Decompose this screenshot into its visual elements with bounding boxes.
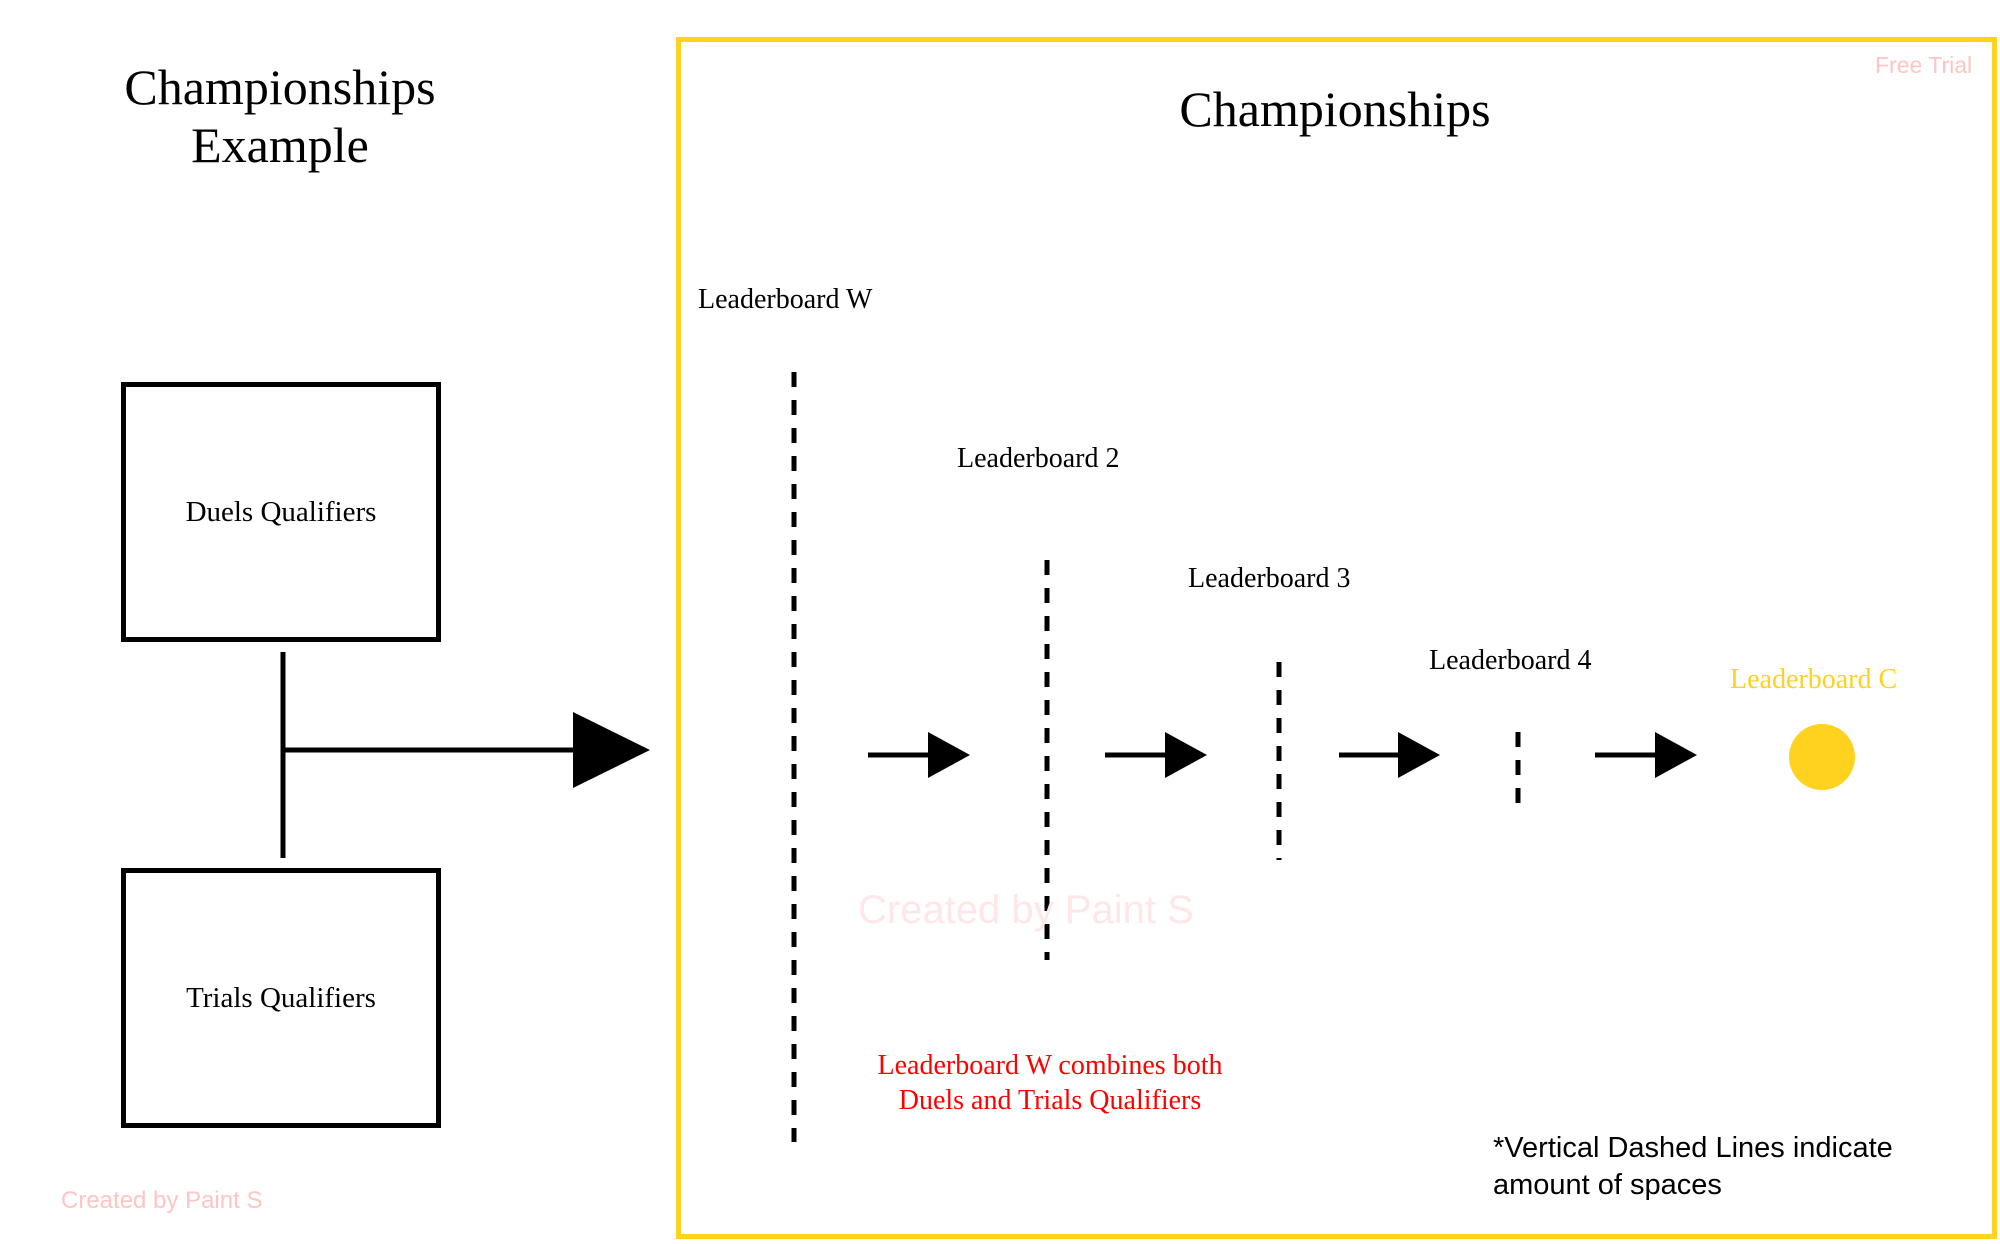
leaderboard-c-label: Leaderboard C — [1730, 664, 1898, 695]
leaderboard-2-label: Leaderboard 2 — [957, 443, 1120, 474]
duels-qualifiers-box: Duels Qualifiers — [121, 382, 441, 642]
leaderboard-w-note: Leaderboard W combines both Duels and Tr… — [877, 1050, 1223, 1116]
trials-qualifiers-label: Trials Qualifiers — [186, 981, 376, 1014]
main-title: Championships — [1179, 81, 1491, 137]
trials-qualifiers-box: Trials Qualifiers — [121, 868, 441, 1128]
arrow-1 — [868, 732, 970, 778]
leaderboard-c-dot — [1789, 724, 1855, 790]
championships-frame — [676, 37, 1997, 1239]
leaderboard-w-label: Leaderboard W — [698, 284, 873, 315]
dashed-lines-footnote: *Vertical Dashed Lines indicate amount o… — [1493, 1132, 1893, 1201]
leaderboard-3-label: Leaderboard 3 — [1188, 563, 1351, 594]
leaderboard-4-label: Leaderboard 4 — [1429, 645, 1592, 676]
arrow-3 — [1339, 732, 1440, 778]
left-title: Championships Example — [124, 59, 436, 173]
created-by-watermark-left: Created by Paint S — [61, 1187, 263, 1214]
duels-qualifiers-label: Duels Qualifiers — [185, 495, 377, 528]
arrow-2 — [1105, 732, 1207, 778]
free-trial-watermark: Free Trial — [1875, 52, 1973, 78]
arrow-4 — [1595, 732, 1697, 778]
created-by-watermark-center: Created by Paint S — [858, 888, 1194, 932]
big-arrow-head — [573, 712, 650, 788]
